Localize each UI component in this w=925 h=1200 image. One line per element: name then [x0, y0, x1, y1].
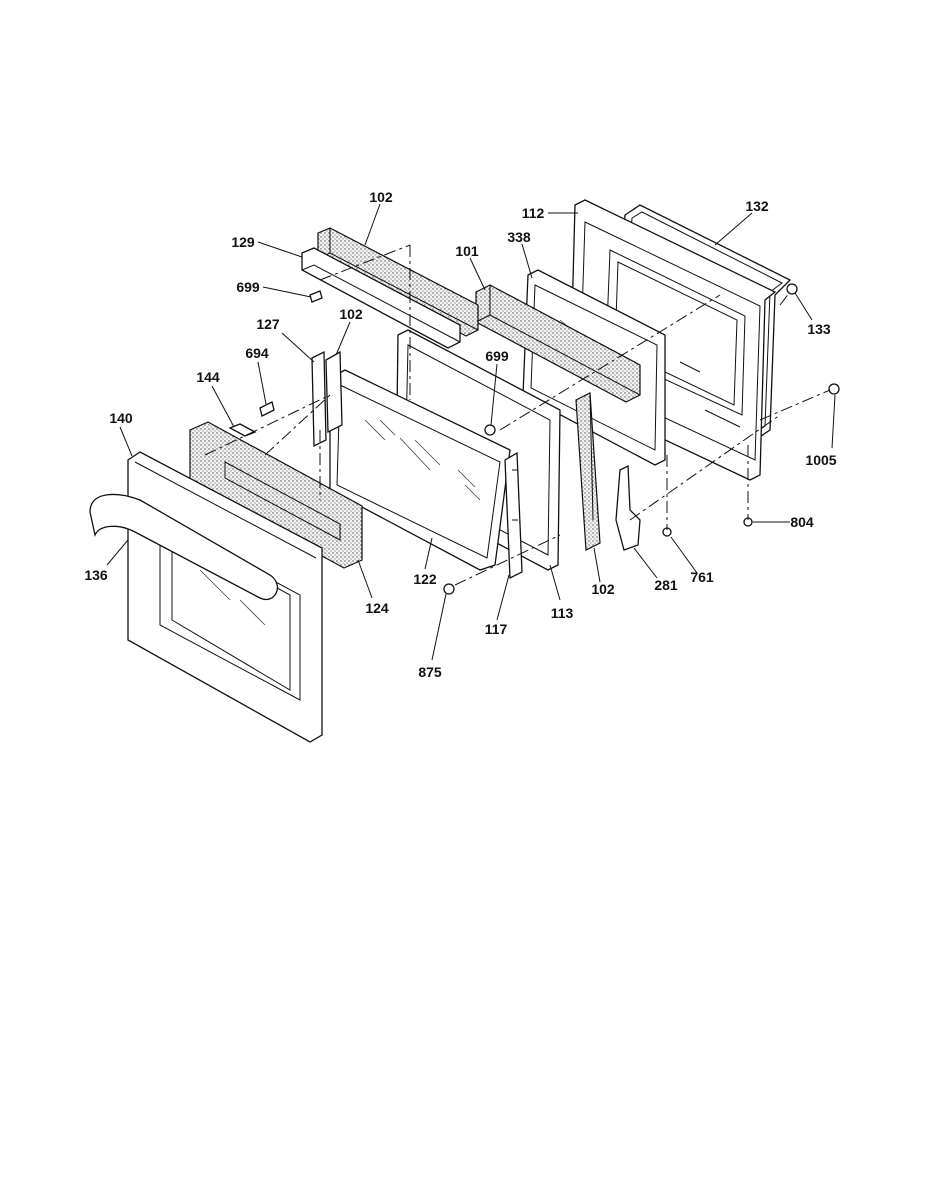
- screw-875: [443, 583, 455, 595]
- screw-1005: [828, 383, 840, 395]
- callout-113: 113: [551, 605, 574, 621]
- callout-761: 761: [690, 569, 714, 585]
- leader-lines: [106, 203, 836, 661]
- clip-133: [786, 283, 798, 295]
- part-122-door-glass: [329, 369, 511, 571]
- callout-136: 136: [84, 567, 108, 583]
- callout-133: 133: [807, 321, 831, 337]
- part-102-side-insulation-left: [325, 350, 343, 434]
- screw-699-top: [309, 290, 323, 303]
- callout-140: 140: [109, 410, 133, 426]
- callout-144: 144: [196, 369, 220, 385]
- callout-122: 122: [413, 571, 437, 587]
- callout-102: 102: [591, 581, 615, 597]
- callout-281: 281: [654, 577, 678, 593]
- screw-699-mid: [484, 424, 496, 436]
- callout-labels: 102 129 699 101 338 112 132 133 127 102 …: [84, 189, 836, 680]
- part-136-door-handle: [89, 493, 279, 601]
- part-127-vent-grille: [311, 350, 327, 448]
- callout-875: 875: [418, 664, 442, 680]
- callout-1005: 1005: [805, 452, 836, 468]
- callout-102: 102: [339, 306, 363, 322]
- callout-338: 338: [507, 229, 531, 245]
- callout-124: 124: [365, 600, 389, 616]
- callout-129: 129: [231, 234, 255, 250]
- part-281-door-hinge: [615, 464, 641, 551]
- part-102-side-insulation-right: [575, 392, 601, 551]
- callout-127: 127: [256, 316, 280, 332]
- callout-132: 132: [745, 198, 769, 214]
- assembly-lines: [204, 244, 831, 586]
- callout-101: 101: [455, 243, 479, 259]
- part-117-side-channel: [504, 451, 523, 580]
- callout-694: 694: [245, 345, 269, 361]
- part-129-trim-bar: [301, 247, 461, 349]
- screw-694: [259, 401, 275, 417]
- callout-804: 804: [790, 514, 814, 530]
- callout-699: 699: [485, 348, 509, 364]
- callout-112: 112: [522, 205, 545, 221]
- part-144-bracket: [228, 423, 257, 437]
- callout-117: 117: [485, 621, 508, 637]
- callout-699: 699: [236, 279, 260, 295]
- callout-102: 102: [369, 189, 393, 205]
